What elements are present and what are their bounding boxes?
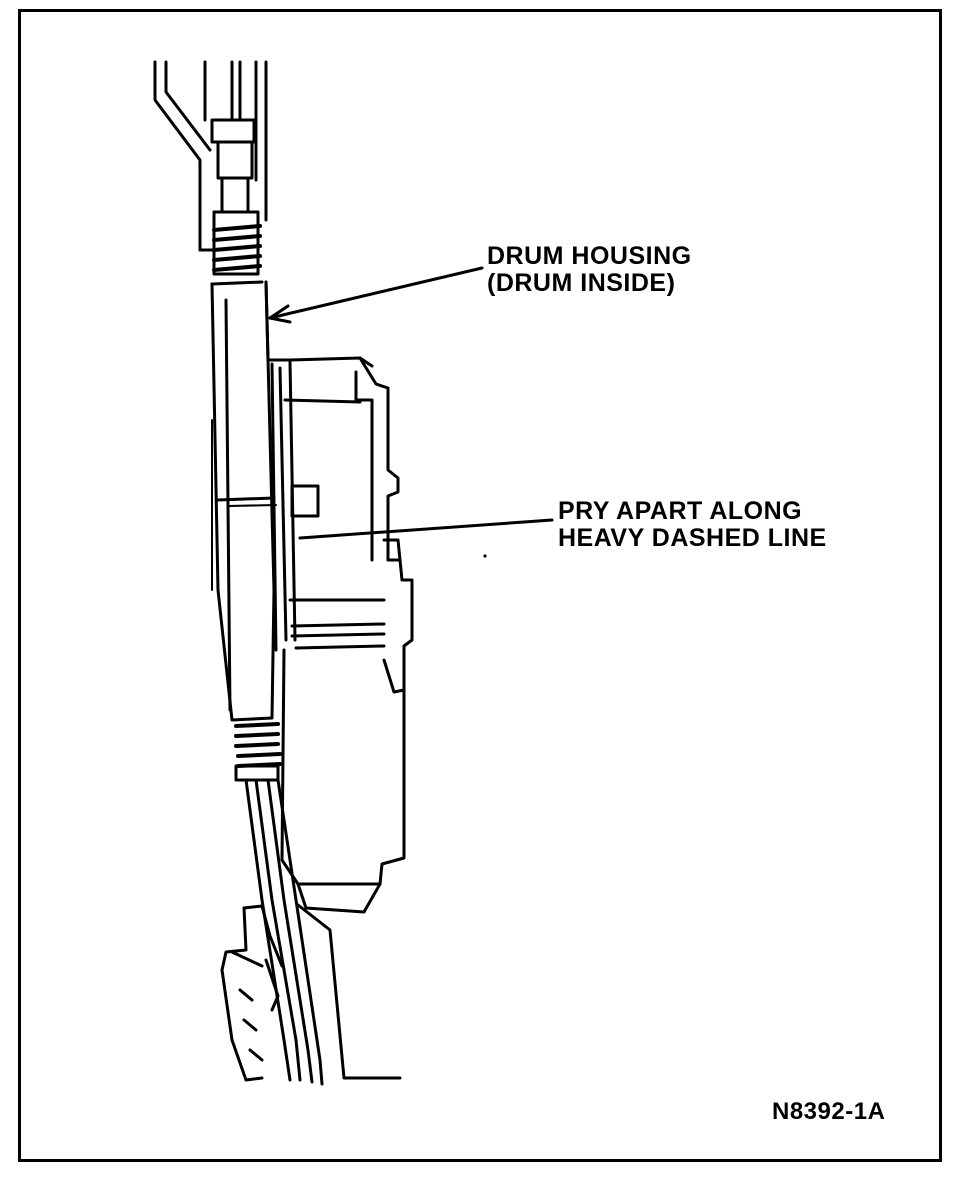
lower-track bbox=[244, 778, 402, 1086]
pry-apart-label-line2: HEAVY DASHED LINE bbox=[558, 524, 827, 552]
pry-apart-label-line1: PRY APART ALONG bbox=[558, 497, 803, 525]
drum-housing-label-line1: DRUM HOUSING bbox=[487, 242, 692, 270]
lower-spring bbox=[234, 722, 282, 782]
figure-frame bbox=[18, 9, 942, 1162]
drum-housing-label-line2: (DRUM INSIDE) bbox=[487, 269, 676, 297]
leader-lines bbox=[268, 266, 554, 540]
upper-cables bbox=[153, 60, 268, 252]
figure-id: N8392-1A bbox=[772, 1098, 886, 1125]
pry-apart-label: PRY APART ALONG HEAVY DASHED LINE bbox=[558, 498, 827, 552]
bottom-bracket bbox=[220, 904, 284, 1082]
drum-housing-label: DRUM HOUSING (DRUM INSIDE) bbox=[487, 243, 692, 297]
drum-housing bbox=[210, 280, 277, 722]
upper-fitting bbox=[210, 118, 260, 276]
upper-spring bbox=[212, 224, 262, 272]
motor-housing bbox=[266, 356, 414, 914]
